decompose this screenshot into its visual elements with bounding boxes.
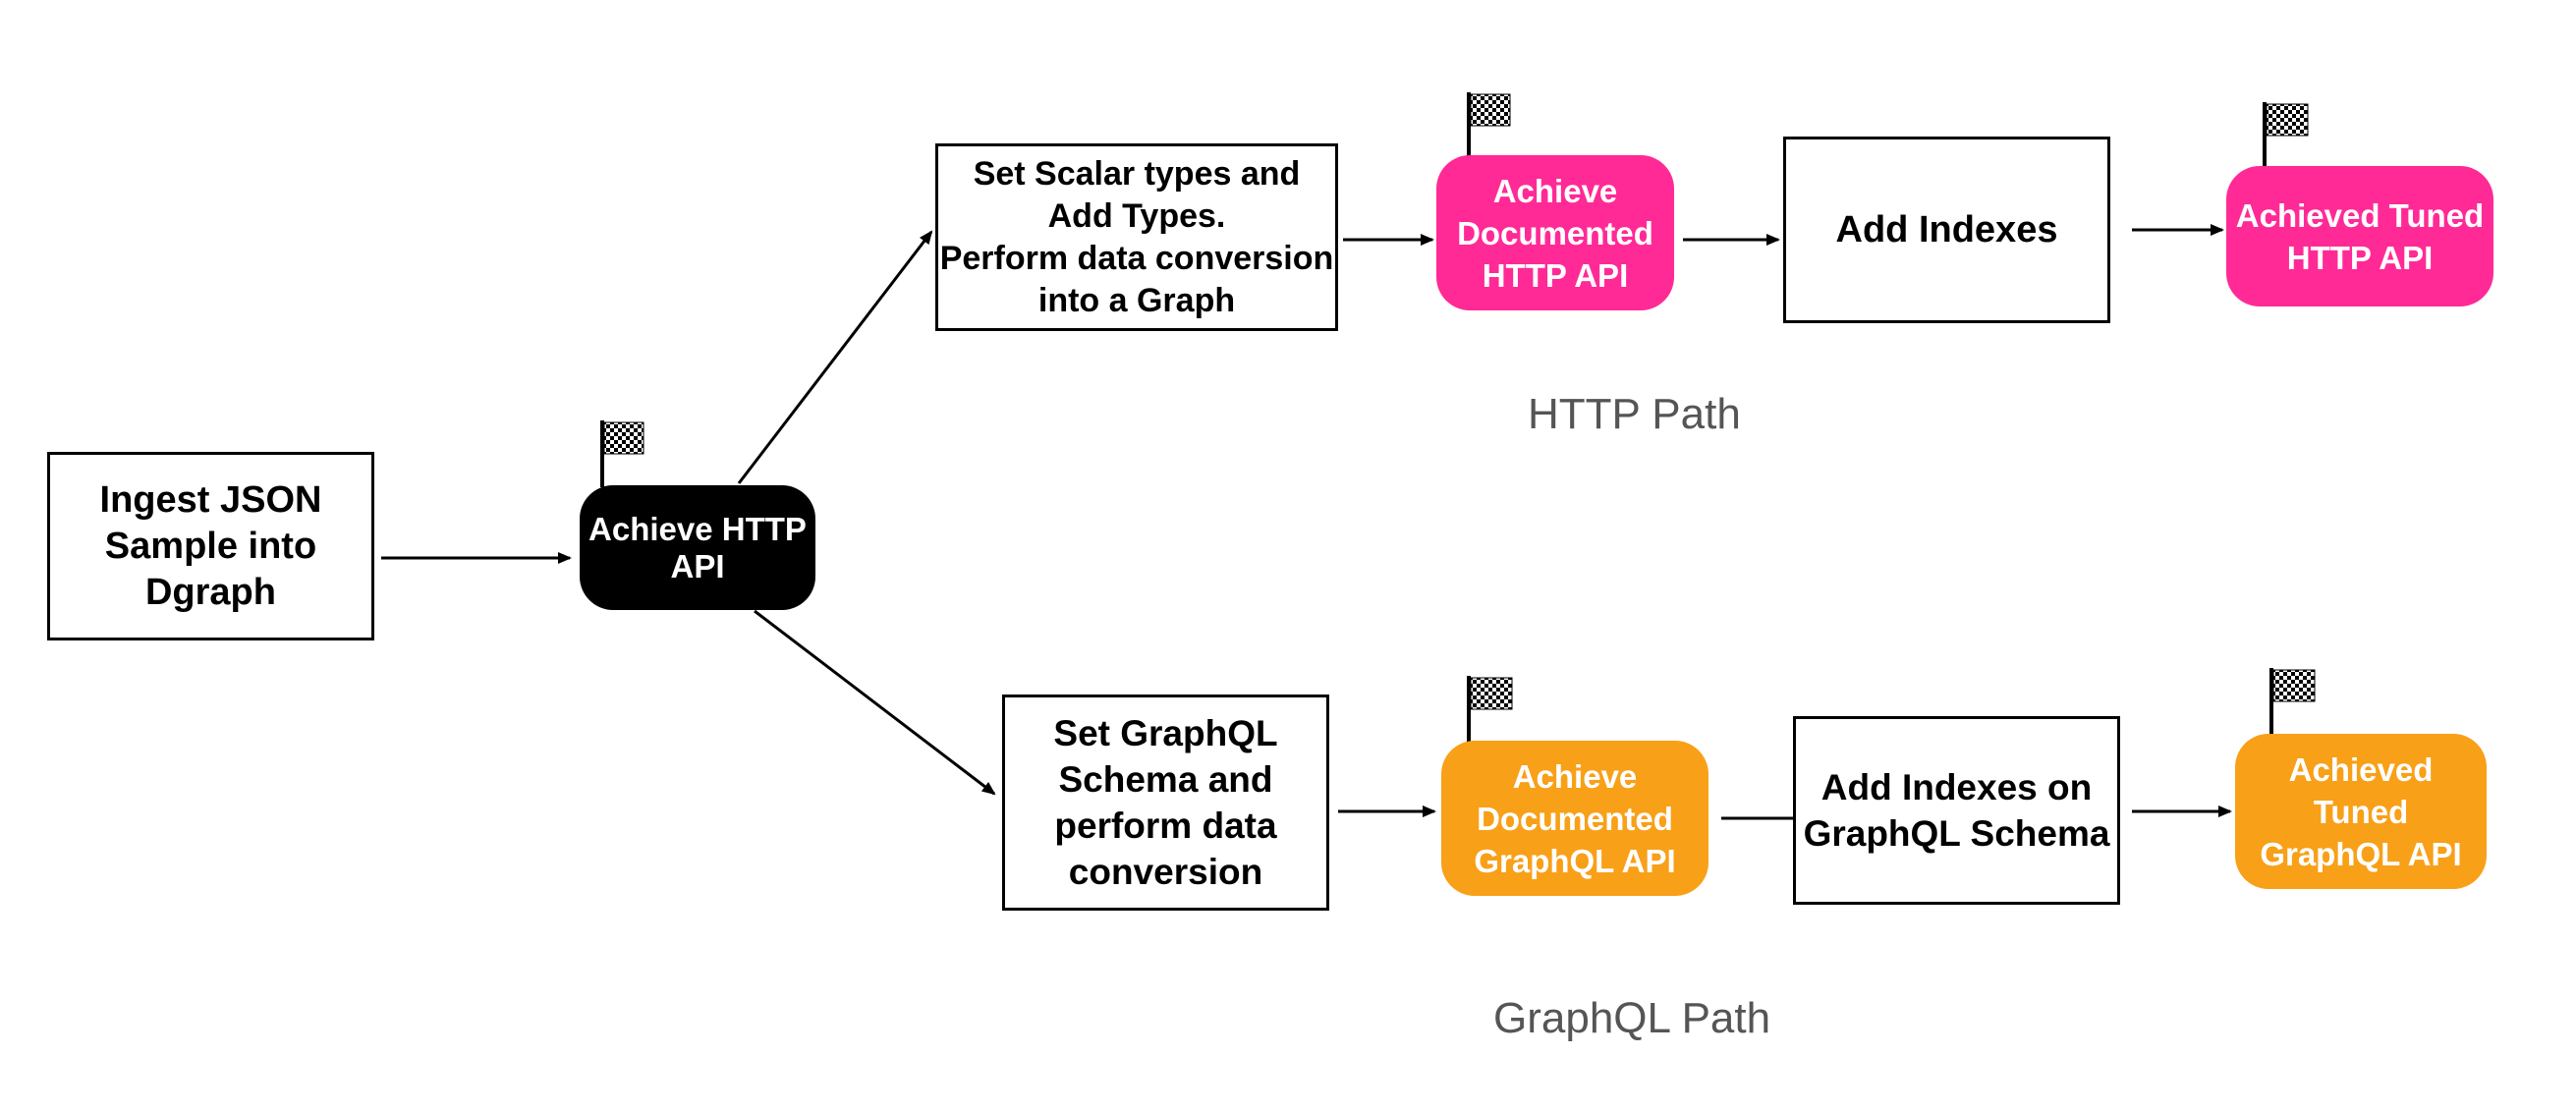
ingest-json-node: Ingest JSON Sample into Dgraph: [47, 452, 374, 640]
checkered-flag-icon: [1467, 92, 1511, 161]
add-indexes-label: Add Indexes: [1835, 208, 2058, 250]
checkered-flag-icon: [1467, 676, 1513, 745]
graphql-path-label: GraphQL Path: [1493, 994, 1771, 1042]
edge-http-api-to-scalar-types: [737, 230, 933, 484]
achieved-tuned-graphql-api-milestone: Achieved Tuned GraphQL API: [2235, 734, 2487, 889]
set-graphql-schema-label: Set GraphQL Schema and perform data conv…: [1053, 713, 1278, 892]
checkered-flag-icon: [2269, 668, 2316, 737]
achieve-http-api-label: Achieve HTTP API: [588, 510, 807, 584]
checkered-flag-icon: [2263, 102, 2309, 171]
achieved-tuned-http-api-label: Achieved Tuned HTTP API: [2235, 196, 2485, 276]
set-graphql-schema-node: Set GraphQL Schema and perform data conv…: [1002, 695, 1329, 911]
add-indexes-graphql-node: Add Indexes on GraphQL Schema: [1793, 716, 2120, 905]
set-scalar-types-node: Set Scalar types and Add Types. Perform …: [935, 143, 1338, 331]
ingest-json-label: Ingest JSON Sample into Dgraph: [99, 478, 322, 613]
http-path-label: HTTP Path: [1528, 390, 1741, 438]
achieve-documented-graphql-api-label: Achieve Documented GraphQL API: [1474, 757, 1676, 879]
set-scalar-types-label: Set Scalar types and Add Types. Perform …: [939, 154, 1334, 319]
edge-http-api-to-graphql-schema: [754, 609, 996, 796]
achieve-documented-graphql-api-milestone: Achieve Documented GraphQL API: [1441, 741, 1708, 896]
achieved-tuned-graphql-api-label: Achieved Tuned GraphQL API: [2260, 751, 2462, 872]
achieve-documented-http-api-label: Achieve Documented HTTP API: [1457, 172, 1653, 294]
add-indexes-graphql-label: Add Indexes on GraphQL Schema: [1803, 767, 2110, 854]
achieve-documented-http-api-milestone: Achieve Documented HTTP API: [1436, 155, 1674, 310]
achieved-tuned-http-api-milestone: Achieved Tuned HTTP API: [2226, 166, 2493, 306]
checkered-flag-icon: [600, 420, 644, 487]
add-indexes-node: Add Indexes: [1783, 137, 2110, 323]
achieve-http-api-milestone: Achieve HTTP API: [580, 485, 815, 610]
